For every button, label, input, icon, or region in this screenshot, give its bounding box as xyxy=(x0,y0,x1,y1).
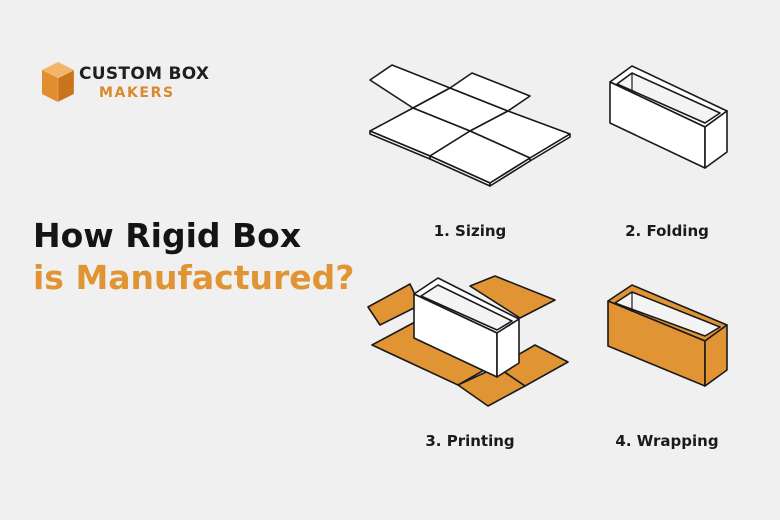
folded-box-icon xyxy=(609,65,728,169)
step-label-printing: 3. Printing xyxy=(425,432,515,450)
cube-logo-icon xyxy=(42,62,75,103)
flat-box-template-icon xyxy=(369,64,571,187)
wrapped-box-icon xyxy=(607,284,728,387)
title-line1: How Rigid Box xyxy=(33,216,302,255)
box-on-printed-wrap-icon xyxy=(367,275,569,407)
step-label-wrapping: 4. Wrapping xyxy=(615,432,719,450)
step-label-sizing: 1. Sizing xyxy=(433,222,507,240)
page-title: How Rigid Box is Manufactured? xyxy=(33,215,354,299)
brand-name-line1: CUSTOM BOX xyxy=(79,64,210,84)
brand-logo: CUSTOM BOX MAKERS xyxy=(40,60,210,110)
step-label-folding: 2. Folding xyxy=(625,222,709,240)
title-line2: is Manufactured? xyxy=(33,258,355,297)
brand-name-line2: MAKERS xyxy=(99,85,175,101)
